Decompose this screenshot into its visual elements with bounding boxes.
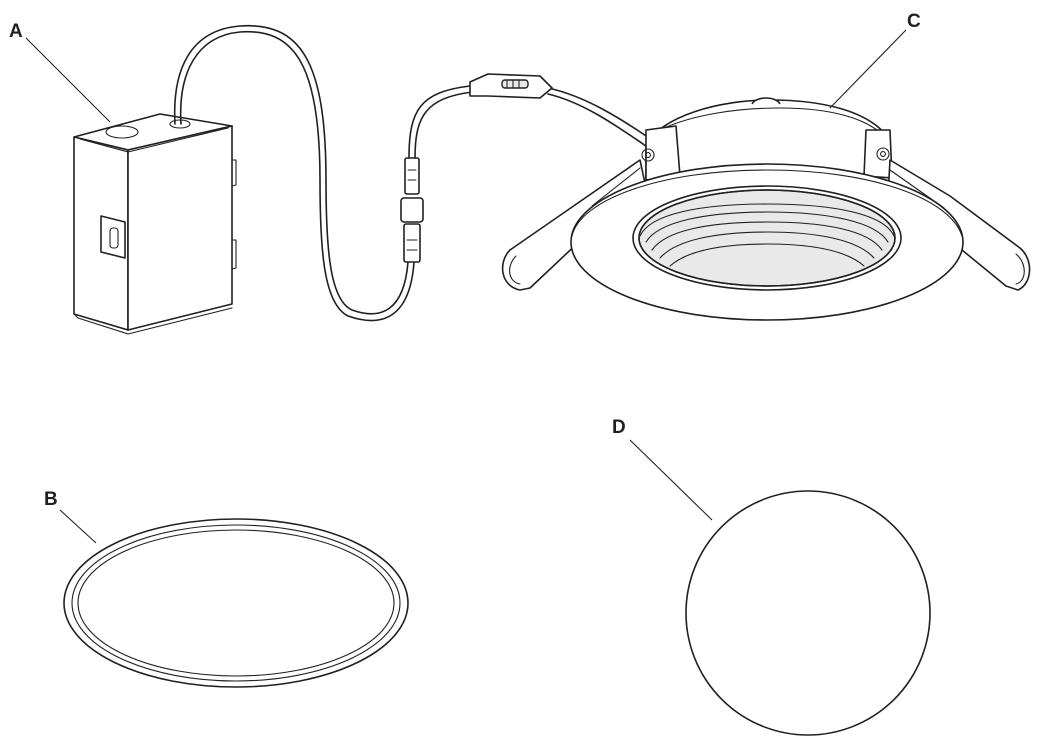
power-cable [173,24,415,322]
leader-line-a [25,37,111,123]
label-c: C [907,11,921,32]
label-b: B [44,489,58,510]
recessed-fixture [501,97,1031,321]
fixture-cable [408,73,653,159]
cover-disc [685,490,931,736]
label-d: D [612,417,626,438]
leader-line-b [59,509,97,544]
gasket-ring [63,518,409,688]
leader-line-d [629,439,713,521]
label-a: A [9,21,23,42]
junction-box [73,113,237,335]
leader-line-c [829,29,907,109]
quick-connector [400,157,424,263]
